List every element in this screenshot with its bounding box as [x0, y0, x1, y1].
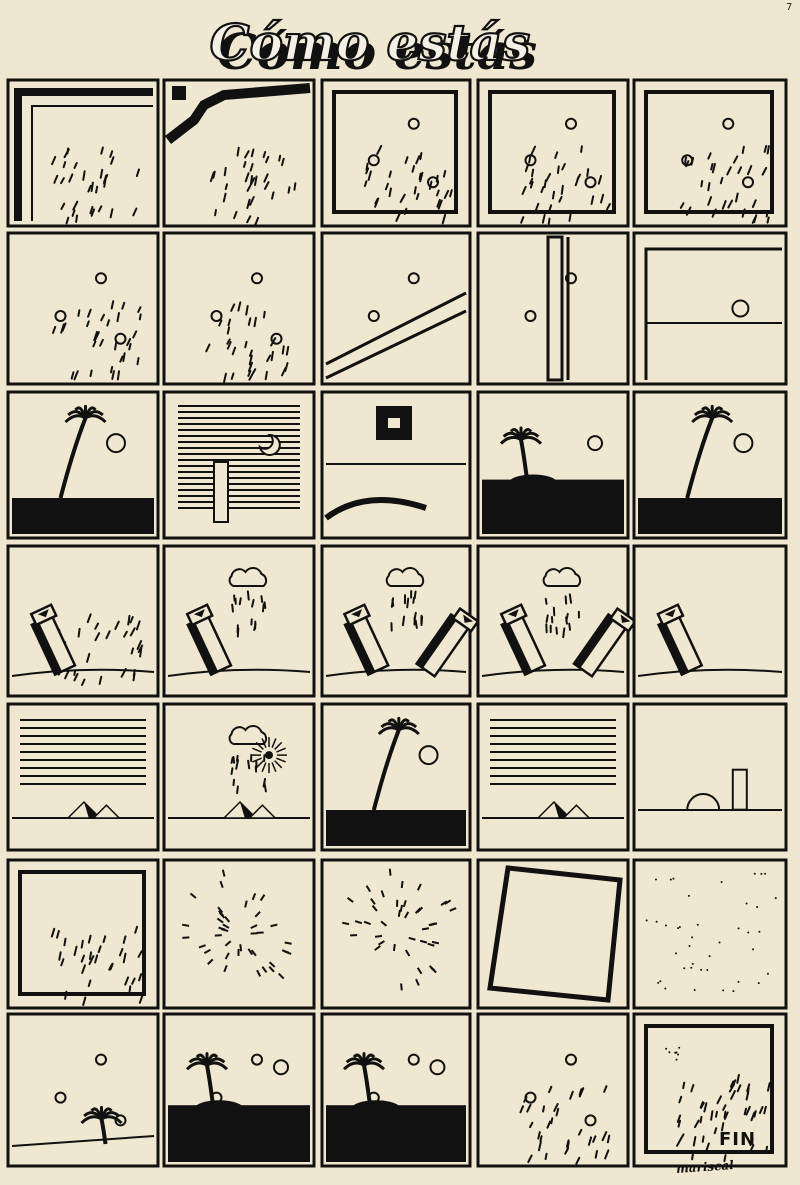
- end-label: FIN: [719, 1129, 757, 1150]
- panel-r3-c3: [320, 390, 472, 540]
- panel-r5-c5: [632, 702, 788, 852]
- panel-r7-c1: [6, 1012, 160, 1168]
- panel-r4-c2: [162, 544, 316, 698]
- panel-r6-c2: [162, 858, 316, 1010]
- panel-r5-c3: [320, 702, 472, 852]
- panel-r6-c5: [632, 858, 788, 1010]
- panel-r6-c1: [6, 858, 160, 1010]
- panel-r2-c2: [162, 231, 316, 386]
- panel-r2-c3: [320, 231, 472, 386]
- panel-r1-c1: [6, 78, 160, 228]
- panel-r2-c5: [632, 231, 788, 386]
- panel-r6-c3: [320, 858, 472, 1010]
- panel-r2-c4: [476, 231, 630, 386]
- title-text: Cómo estás: [210, 13, 530, 72]
- panel-r7-c2: [162, 1012, 316, 1168]
- panel-r4-c1: [6, 544, 160, 698]
- panel-r5-c1: [6, 702, 160, 852]
- panel-r5-c4: [476, 702, 630, 852]
- panel-r3-c4: [476, 390, 630, 540]
- panel-r4-c4: [476, 544, 638, 698]
- svg-text:Cómo estás: Cómo estás: [217, 22, 537, 76]
- panel-r1-c5: [632, 78, 788, 228]
- panel-r1-c2: [162, 78, 316, 228]
- panel-r4-c5: [632, 544, 788, 698]
- page-number: 7: [786, 2, 793, 13]
- panel-r7-c5: [632, 1012, 788, 1168]
- panel-r3-c1: [6, 390, 160, 540]
- panel-r3-c2: [162, 390, 316, 540]
- panel-r7-c4: [476, 1012, 630, 1168]
- panel-r7-c3: [320, 1012, 472, 1168]
- panel-r4-c3: [320, 544, 480, 698]
- panel-r1-c4: [476, 78, 630, 228]
- panel-r1-c3: [320, 78, 472, 228]
- comic-title: Cómo estás Cómo estás: [130, 10, 610, 76]
- panel-r3-c5: [632, 390, 788, 540]
- panel-r6-c4: [476, 858, 630, 1010]
- panel-r2-c1: [6, 231, 160, 386]
- panel-r5-c2: [162, 702, 316, 852]
